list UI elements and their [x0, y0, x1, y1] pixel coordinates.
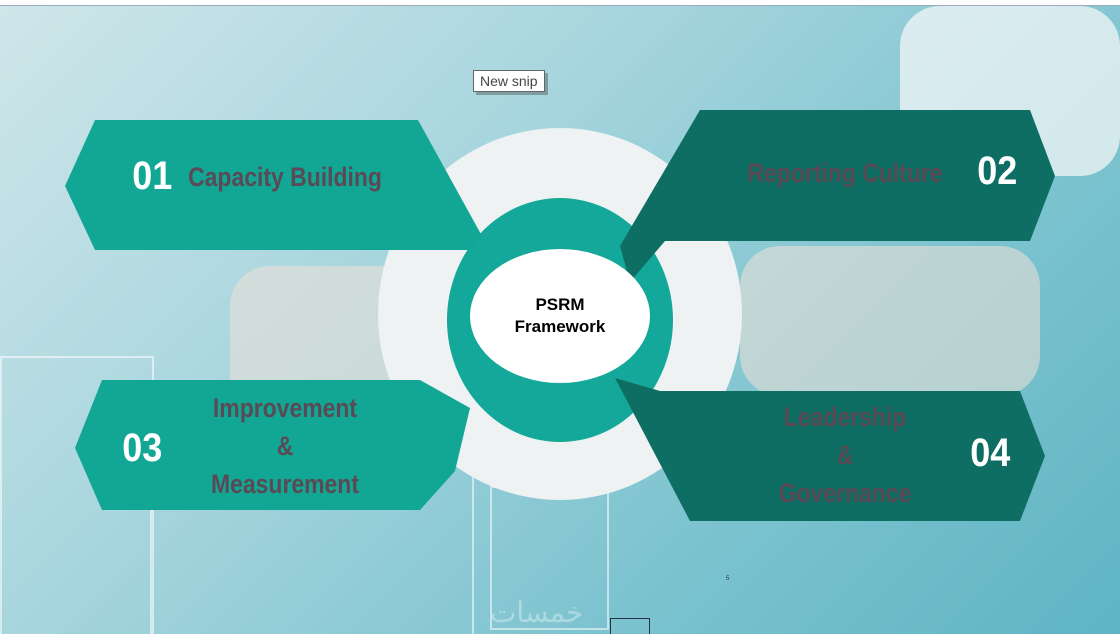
- label-line: Governance: [778, 478, 912, 508]
- new-snip-tooltip[interactable]: New snip: [473, 70, 545, 92]
- pillar-label: Leadership & Governance: [760, 398, 930, 512]
- center-title-line: PSRM: [535, 295, 585, 314]
- label-line: Measurement: [211, 469, 359, 499]
- pillar-label: Improvement & Measurement: [196, 389, 375, 503]
- hand-image: [740, 246, 1040, 396]
- page-number: 5: [726, 576, 730, 582]
- pillar-number: 02: [977, 149, 1018, 193]
- pillar-number: 01: [132, 154, 173, 198]
- pillar-label: Capacity Building: [188, 162, 382, 192]
- pillar-number: 04: [970, 431, 1011, 475]
- label-line: Improvement: [212, 393, 358, 423]
- label-line: &: [836, 440, 854, 470]
- center-title: PSRM Framework: [470, 249, 650, 383]
- label-line: &: [276, 431, 294, 461]
- pillar-number: 03: [122, 426, 163, 470]
- center-title-line: Framework: [514, 317, 606, 336]
- pillar-shape-03: [75, 380, 470, 510]
- selection-box: [610, 618, 650, 634]
- pillar-label: Reporting Culture: [747, 158, 943, 188]
- watermark-logo: خمسات: [490, 596, 584, 629]
- slide: 01 Capacity Building 02 Reporting Cultur…: [0, 5, 1120, 634]
- pillar-shape-01: [65, 120, 482, 250]
- label-line: Leadership: [783, 402, 907, 432]
- pillar-shape-04: [615, 378, 1045, 521]
